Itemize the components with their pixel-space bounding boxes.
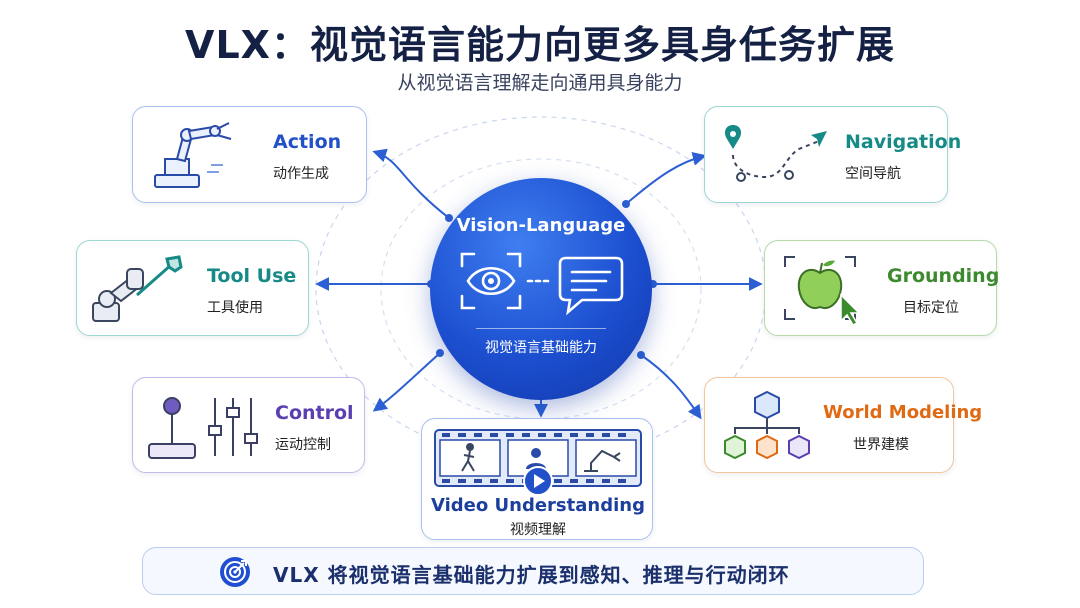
tool-use-subtitle: 工具使用 [207,300,263,316]
connector-world-modeling [640,354,702,420]
connector-control [372,352,441,412]
film-strip-icon [434,429,642,487]
apple-target-icon [784,256,861,326]
hub-subtitle: 视觉语言基础能力 [485,340,597,356]
connector-action [372,148,450,219]
action-title: Action [273,131,342,153]
tool-use-title: Tool Use [207,265,297,287]
grounding-title: Grounding [887,265,1000,287]
action-subtitle: 动作生成 [273,166,329,182]
grounding-subtitle: 目标定位 [903,300,959,316]
target-icon [220,557,250,587]
control-subtitle: 运动控制 [275,437,331,453]
control-title: Control [275,402,354,424]
hub-title: Vision-Language [456,215,626,236]
navigation-card: Navigation 空间导航 [704,106,961,203]
navigation-title: Navigation [845,131,962,153]
grounding-card: Grounding 目标定位 [764,240,1000,336]
hub-divider [476,328,606,329]
summary-bar: VLX 将视觉语言基础能力扩展到感知、推理与行动闭环 [142,547,924,595]
page-subtitle: 从视觉语言理解走向通用具身能力 [397,72,683,94]
robot-arm-icon [154,122,232,188]
robot-hand-wrench-icon [92,255,183,322]
joystick-sliders-icon [148,397,258,459]
summary-text: VLX 将视觉语言基础能力扩展到感知、推理与行动闭环 [273,563,790,587]
video-understanding-subtitle: 视频理解 [510,522,566,538]
tool-use-card: Tool Use 工具使用 [76,240,309,336]
control-card: Control 运动控制 [132,377,365,473]
eye-chat-icon [460,252,624,316]
world-modeling-title: World Modeling [823,402,983,423]
world-modeling-card: World Modeling 世界建模 [704,377,982,473]
connector-navigation [625,151,707,205]
video-understanding-card: Video Understanding 视频理解 [421,418,653,540]
navigation-subtitle: 空间导航 [845,166,901,182]
play-icon[interactable] [522,465,554,497]
orbit-ring-inner [380,158,702,420]
page-title: VLX：视觉语言能力向更多具身任务扩展 [185,23,895,67]
action-card: Action 动作生成 [132,106,367,203]
cube-hierarchy-icon [724,390,810,460]
route-icon [725,125,827,182]
video-understanding-title: Video Understanding [431,495,645,516]
world-modeling-subtitle: 世界建模 [853,437,909,453]
vision-language-hub: Vision-Language 视觉语言基础能力 [430,178,652,400]
